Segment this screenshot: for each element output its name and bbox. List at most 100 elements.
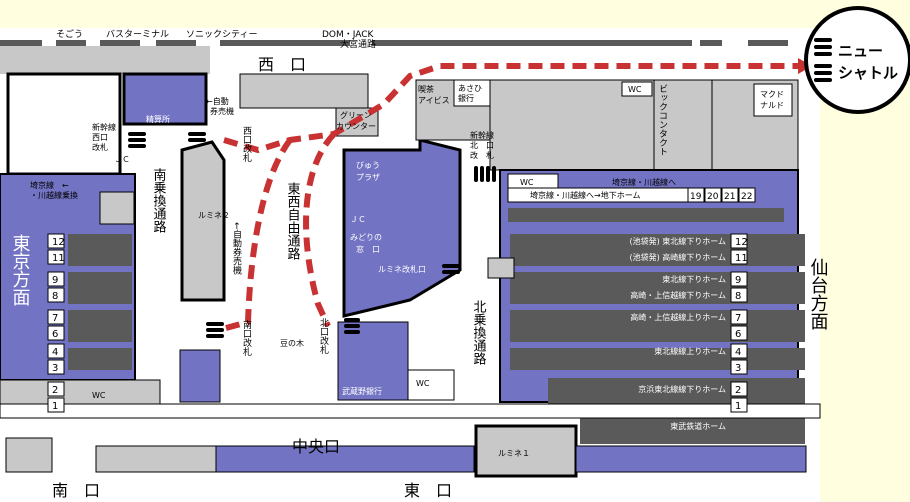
label-asahi-bank-1: あさひ (458, 84, 482, 93)
track-destination: 京浜東北線線下りホーム (638, 384, 726, 394)
label-shinkansen-north-2: 北 口 (470, 141, 494, 150)
label-cafe-1: 喫茶 (418, 84, 434, 94)
track-number: 7 (735, 313, 741, 324)
track-number: 12 (735, 237, 748, 248)
track-destination: (池袋発) 東北線下りホーム (629, 236, 726, 246)
track-number-box-left (47, 325, 65, 341)
track-destination: 東武鉄道ホーム (670, 421, 726, 431)
central-exit-block (215, 445, 475, 473)
label-omiya-street: 大宮通路 (340, 38, 376, 50)
label-east-west-passage: 東西自由通路 (285, 181, 301, 260)
west-upper-block (0, 46, 210, 74)
track-number-left: 1 (52, 401, 58, 412)
track-number-box (730, 309, 748, 325)
label-bus-terminal: バスターミナル (106, 29, 169, 40)
label-south-gate: 南口改札 (241, 319, 252, 356)
track-number-box-left (47, 287, 65, 303)
label-south-transfer: 南乗換通路 (151, 167, 167, 233)
track-number-left: 7 (52, 313, 58, 324)
label-shinkansen-north-1: 新幹線 (470, 130, 494, 140)
label-shuttle-1: ニュー (838, 42, 883, 60)
track-number-box (730, 271, 748, 287)
label-sendai-direction: 仙台方面 (808, 258, 829, 330)
label-wc-central: WC (416, 379, 430, 388)
label-midori-2: 窓 口 (356, 244, 380, 254)
label-wc-north: WC (628, 85, 642, 94)
track-number-box (730, 249, 748, 265)
platform-number: 19 (690, 192, 702, 202)
label-auto-ticket-1: ←自動 (206, 96, 229, 106)
platform-number: 22 (741, 192, 752, 202)
label-east-exit: 東 口 (404, 481, 452, 500)
label-asahi-bank-2: 銀行 (458, 93, 474, 103)
track-number-left: 9 (52, 275, 58, 286)
label-north-gate: 北口改札 (318, 318, 329, 354)
platform-box (721, 187, 739, 203)
track-destination: 東北線下りホーム (662, 274, 726, 284)
label-north-transfer: 北乗換通路 (471, 300, 487, 365)
label-dom-jack: DOM・JACK (322, 30, 375, 40)
label-big-contact: ビックコンタクト (657, 84, 668, 156)
label-lumine2: ルミネ２ (198, 211, 230, 220)
track-destination: 高崎・上信越線下りホーム (630, 290, 726, 300)
track-destination: 東北線線上りホーム (654, 346, 726, 356)
big-contact-block (653, 79, 713, 171)
track-number-left: 8 (52, 291, 58, 302)
track-number-box-left (47, 397, 65, 413)
label-musashino-bank: 武蔵野銀行 (342, 386, 382, 396)
track-number: 1 (735, 401, 741, 412)
label-green-counter-2: カウンター (336, 122, 376, 131)
route-south-gate (225, 138, 293, 331)
platform-box (687, 187, 705, 203)
track-number: 8 (735, 291, 741, 302)
label-saikyo-transfer-2: ・川越線乗換 (30, 190, 78, 200)
track-number-box-left (47, 233, 65, 249)
track-number-box (730, 287, 748, 303)
label-midori-1: みどりの (350, 233, 382, 242)
platform-number: 20 (707, 192, 719, 202)
west-block (6, 72, 122, 176)
track-number-left: 3 (52, 363, 58, 374)
track-number: 11 (735, 253, 748, 264)
label-saikyo-kawagoe-2: 埼京線・川越線へ→地下ホーム (530, 190, 640, 200)
label-lumine-gate: ルミネ改札口 (378, 264, 426, 274)
track-number-box-left (47, 381, 65, 397)
label-wc-south: WC (92, 391, 106, 400)
track-number-left: 4 (52, 347, 58, 358)
gate-barriers (128, 132, 496, 338)
label-shinkansen-north-3: 改 札 (470, 150, 494, 160)
label-cafe-2: アイビス (418, 96, 450, 105)
track-number-box-left (47, 359, 65, 375)
musashino-block (337, 321, 409, 401)
west-exit-stairs (239, 73, 369, 109)
platform-box (738, 187, 756, 203)
label-green-counter-1: グリーン (340, 110, 372, 120)
shuttle-circle (804, 6, 910, 114)
label-jc-west: ＪＣ (114, 155, 130, 164)
view-plaza-block (342, 138, 462, 318)
label-wc-sendai: WC (520, 178, 534, 187)
label-mcd-1: マクド (760, 90, 784, 99)
track-number-left: 6 (52, 329, 58, 340)
label-lumine1: ルミネ１ (498, 449, 530, 458)
track-number-box (730, 397, 748, 413)
track-number: 4 (735, 347, 741, 358)
track-number-left: 12 (52, 237, 65, 248)
tokyo-side-kiosk (99, 191, 135, 225)
track-number-box (730, 325, 748, 341)
label-west-gate: 西口改札 (241, 126, 252, 162)
track-number-box (730, 359, 748, 375)
shuttle-route (223, 63, 800, 154)
label-mame-no-ki: 豆の木 (280, 338, 304, 348)
label-saikyo-kawagoe-1: 埼京線・川越線へ (612, 177, 676, 187)
track-number-box-left (47, 249, 65, 265)
label-sogo: そごう (56, 28, 83, 40)
label-west-exit: 西 口 (258, 55, 306, 74)
lumine1-block (474, 424, 578, 478)
track-number-box-left (47, 343, 65, 359)
label-saikyo-transfer-1: 埼京線 ← (30, 180, 69, 190)
label-shinkansen-west-3: 改札 (92, 142, 108, 152)
